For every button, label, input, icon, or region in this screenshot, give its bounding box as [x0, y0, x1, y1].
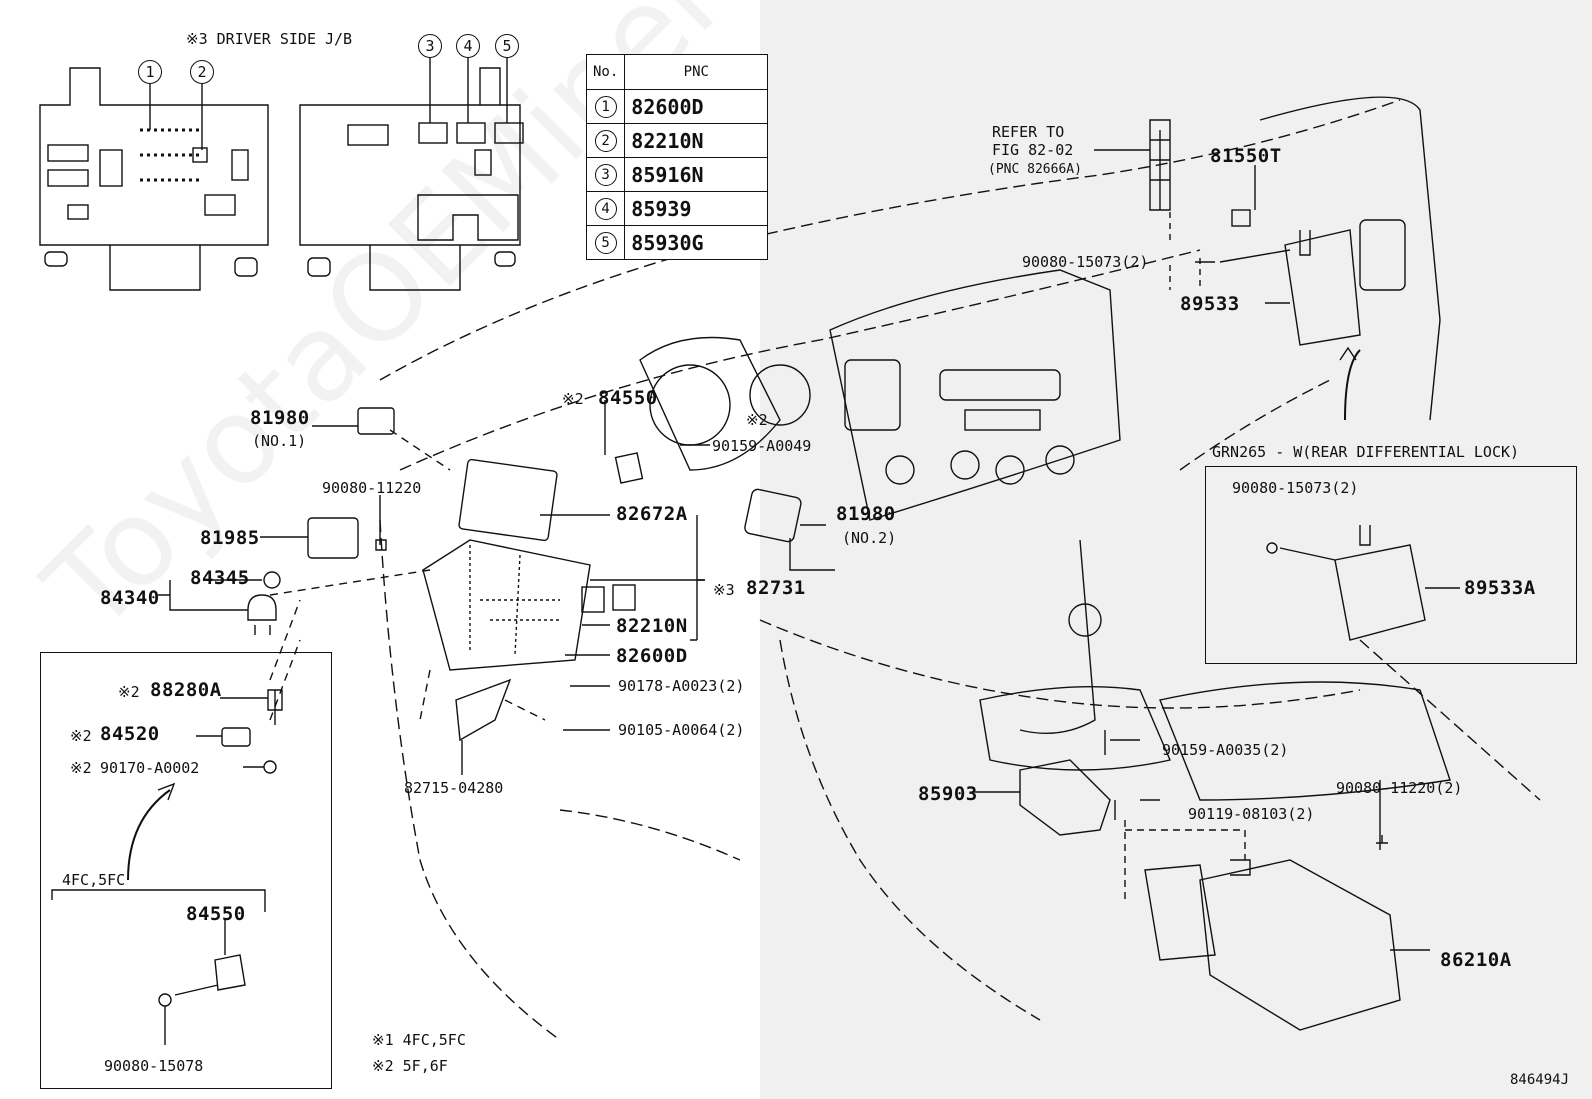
part-89533[interactable]: 89533	[1180, 293, 1240, 315]
table-row: 4 85939	[585, 191, 769, 226]
part-81980-no1[interactable]: 81980	[250, 407, 310, 429]
row-pnc: 85930G	[624, 225, 769, 260]
part-81980-no2[interactable]: 81980	[836, 503, 896, 525]
part-90080-15073-top[interactable]: 90080-15073(2)	[1022, 253, 1149, 271]
callout-4: 4	[456, 34, 480, 58]
center-console	[639, 96, 1451, 801]
mark-90159: ※2	[746, 411, 768, 429]
row-pnc: 85939	[624, 191, 769, 226]
grn-inset-box	[1205, 466, 1577, 664]
callout-5: 5	[495, 34, 519, 58]
relay-81980-no1	[357, 407, 395, 435]
row-number: 4	[594, 197, 617, 220]
row-pnc: 82600D	[624, 89, 769, 124]
col-pnc-header: PNC	[624, 54, 769, 90]
mark-84550: ※2	[562, 390, 584, 408]
part-90119-08103[interactable]: 90119-08103(2)	[1188, 805, 1315, 823]
col-no-header: No.	[585, 54, 626, 90]
part-81985[interactable]: 81985	[200, 527, 260, 549]
table-row: 3 85916N	[585, 157, 769, 192]
callout-2: 2	[190, 60, 214, 84]
part-90080-11220[interactable]: 90080-11220	[322, 479, 422, 497]
part-82672A[interactable]: 82672A	[616, 503, 688, 525]
driver-side-jb-label: ※3 DRIVER SIDE J/B	[186, 30, 353, 48]
part-84550[interactable]: 84550	[598, 387, 658, 409]
relay-81985	[307, 517, 359, 559]
mark-88280A: ※2	[118, 683, 140, 701]
grn-part-90080-15073[interactable]: 90080-15073(2)	[1232, 479, 1359, 497]
callout-1: 1	[138, 60, 162, 84]
part-84520[interactable]: 84520	[100, 723, 160, 745]
part-90159-A0035[interactable]: 90159-A0035(2)	[1162, 741, 1289, 759]
table-header-row: No. PNC	[585, 54, 769, 90]
variant-inset-box	[40, 652, 332, 1089]
refer-line-1: REFER TO	[992, 123, 1065, 141]
row-number: 5	[594, 231, 617, 254]
part-82731[interactable]: 82731	[746, 577, 806, 599]
no2-label: (NO.2)	[842, 529, 897, 547]
ecu-86210A	[1199, 859, 1401, 1031]
part-86210A[interactable]: 86210A	[1440, 949, 1512, 971]
mark-84520: ※2	[70, 727, 92, 745]
part-90105-A0064[interactable]: 90105-A0064(2)	[618, 721, 745, 739]
part-90080-15078[interactable]: 90080-15078	[104, 1057, 204, 1075]
grn-part-89533A[interactable]: 89533A	[1464, 577, 1536, 599]
part-82715-04280[interactable]: 82715-04280	[404, 779, 504, 797]
variant-label-4fc-5fc: 4FC,5FC	[62, 871, 126, 889]
refer-line-2: FIG 82-02	[992, 141, 1074, 159]
row-number: 3	[594, 163, 617, 186]
bracket-82715	[455, 678, 512, 742]
refer-line-3: (PNC 82666A)	[988, 162, 1082, 177]
figure-id: 846494J	[1510, 1072, 1570, 1088]
table-row: 1 82600D	[585, 89, 769, 124]
part-81550T[interactable]: 81550T	[1210, 145, 1282, 167]
note-2: ※2 5F,6F	[372, 1057, 448, 1075]
module-89533A	[1334, 525, 1426, 641]
no1-label: (NO.1)	[252, 432, 307, 450]
row-number: 1	[594, 95, 617, 118]
row-pnc: 82210N	[624, 123, 769, 158]
part-90159-A0049[interactable]: 90159-A0049	[712, 437, 812, 455]
mark-90170: ※2	[70, 759, 92, 777]
table-row: 2 82210N	[585, 123, 769, 158]
grn-title: GRN265 - W(REAR DIFFERENTIAL LOCK)	[1212, 443, 1520, 461]
dashboard-outline	[379, 99, 1541, 1041]
shaded-background	[760, 0, 1592, 1099]
part-82210N[interactable]: 82210N	[616, 615, 688, 637]
part-84550-inset[interactable]: 84550	[186, 903, 246, 925]
junction-block-rear-view	[299, 67, 524, 291]
part-90080-11220-2[interactable]: 90080-11220(2)	[1336, 779, 1463, 797]
part-85903[interactable]: 85903	[918, 783, 978, 805]
relay-81980-no2	[744, 488, 802, 543]
row-pnc: 85916N	[624, 157, 769, 192]
part-82600D[interactable]: 82600D	[616, 645, 688, 667]
switch-85903	[1019, 759, 1111, 836]
callout-3: 3	[418, 34, 442, 58]
row-number: 2	[594, 129, 617, 152]
part-84345[interactable]: 84345	[190, 567, 250, 589]
part-84340[interactable]: 84340	[100, 587, 160, 609]
note-1: ※1 4FC,5FC	[372, 1031, 466, 1049]
junction-block-front-view	[39, 67, 269, 291]
part-90170-A0002[interactable]: 90170-A0002	[100, 759, 200, 777]
table-row: 5 85930G	[585, 225, 769, 260]
fuse-block	[422, 539, 591, 671]
mark-82731: ※3	[713, 581, 735, 599]
part-88280A[interactable]: 88280A	[150, 679, 222, 701]
cluster-cover-82672A	[458, 458, 558, 542]
pnc-table: No. PNC 1 82600D 2 82210N 3 85916N 4 859…	[585, 54, 769, 260]
part-90178-A0023[interactable]: 90178-A0023(2)	[618, 677, 745, 695]
